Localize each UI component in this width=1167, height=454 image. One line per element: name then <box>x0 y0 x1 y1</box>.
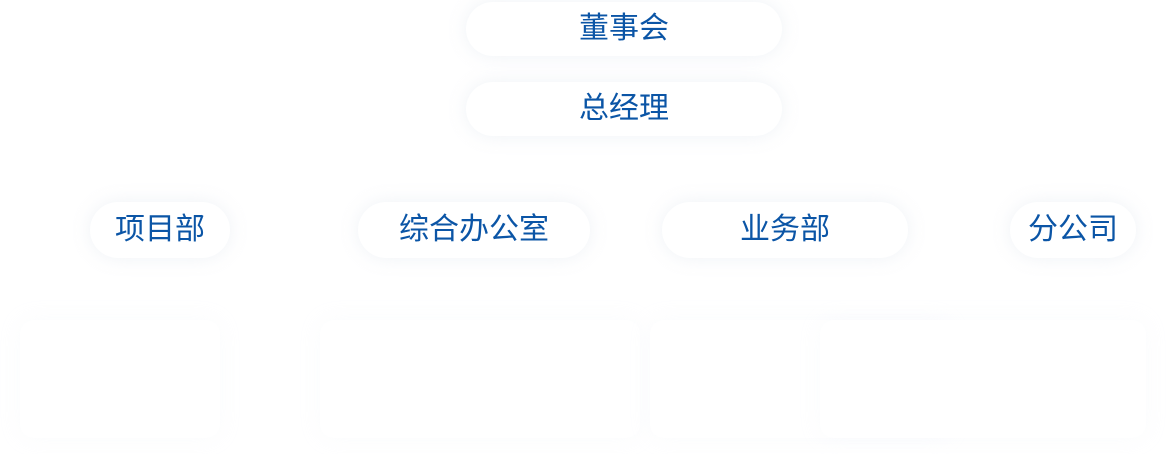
business-department-node: 业务部 <box>662 202 908 258</box>
project-department-sub-area <box>20 320 220 438</box>
branch-company-node: 分公司 <box>1010 202 1136 258</box>
general-office-sub-area <box>320 320 640 438</box>
board-node: 董事会 <box>466 2 782 56</box>
general-manager-node: 总经理 <box>466 82 782 136</box>
general-office-node: 综合办公室 <box>358 202 590 258</box>
project-department-node: 项目部 <box>90 202 230 258</box>
branch-company-sub-area <box>820 320 1146 438</box>
